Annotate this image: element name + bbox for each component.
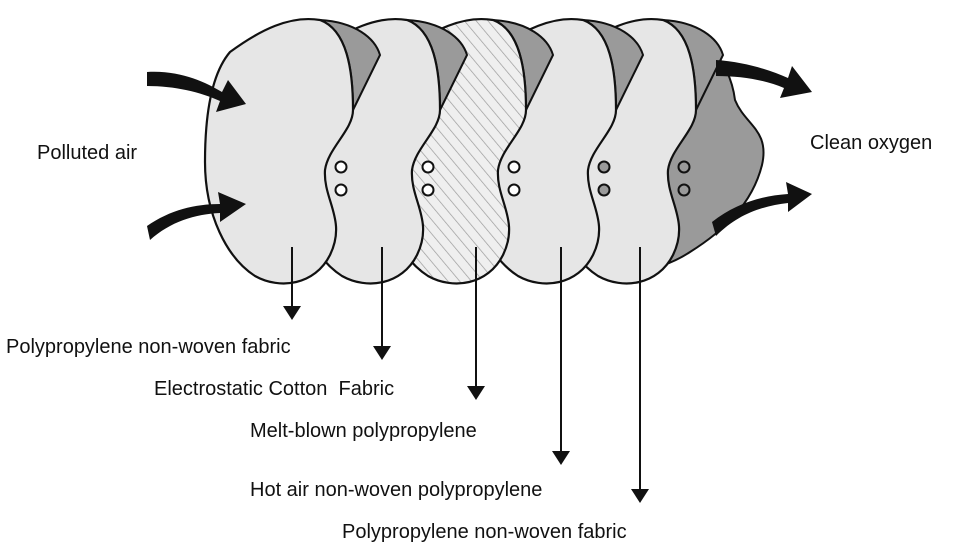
callout-arrowhead-icon (467, 386, 485, 400)
callout-arrowhead-icon (373, 346, 391, 360)
layer-label-5: Polypropylene non-woven fabric (342, 521, 627, 543)
inlet-label: Polluted air (37, 142, 137, 164)
outlet-arrow-top (716, 60, 812, 98)
vent-hole-icon (507, 183, 521, 197)
vent-hole-icon (421, 160, 435, 174)
layer-label-4: Hot air non-woven polypropylene (250, 479, 542, 501)
vent-hole-icon (507, 160, 521, 174)
outlet-arrow-bottom (712, 182, 812, 236)
outlet-label: Clean oxygen (810, 132, 932, 154)
callout-arrowhead-icon (631, 489, 649, 503)
filter-layer-shape (203, 18, 355, 285)
vent-hole-icon (677, 183, 691, 197)
vent-hole-icon (677, 160, 691, 174)
vent-hole-icon (334, 160, 348, 174)
filter-layer-1 (203, 18, 382, 285)
vent-hole-icon (334, 183, 348, 197)
callout-arrowhead-icon (283, 306, 301, 320)
inlet-arrow-top (147, 71, 246, 112)
layer-label-3: Melt-blown polypropylene (250, 420, 477, 442)
vent-hole-icon (597, 160, 611, 174)
filter-layer-group (203, 18, 725, 285)
layer-label-1: Polypropylene non-woven fabric (6, 336, 291, 358)
layer-callouts: Polypropylene non-woven fabricElectrosta… (6, 247, 649, 543)
callout-arrowhead-icon (552, 451, 570, 465)
vent-hole-icon (421, 183, 435, 197)
layer-label-2: Electrostatic Cotton Fabric (154, 378, 394, 400)
vent-hole-icon (597, 183, 611, 197)
inlet-arrow-bottom (147, 192, 246, 240)
